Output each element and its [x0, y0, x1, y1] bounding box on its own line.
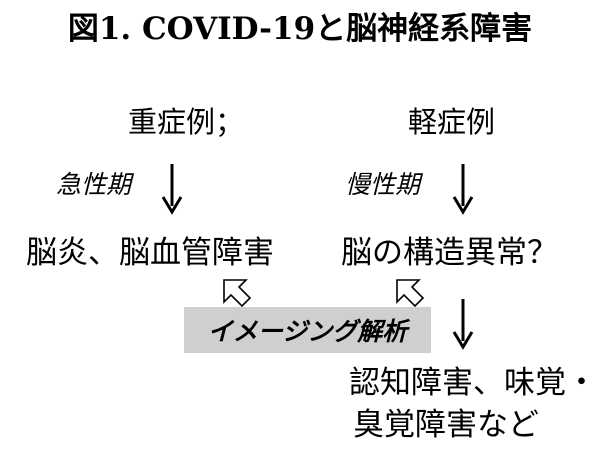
- mild-outcome-text: 脳の構造異常？: [341, 235, 558, 271]
- figure-title: 図1. COVID-19と脳神経系障害: [67, 11, 533, 47]
- mild-case-label: 軽症例: [408, 105, 496, 139]
- hollow-up-arrow-icon: [396, 279, 425, 308]
- chronic-phase-label: 慢性期: [345, 170, 421, 199]
- acute-phase-label: 急性期: [56, 170, 132, 199]
- down-arrow-icon: [452, 164, 474, 215]
- severe-outcome-text: 脳炎、脳血管障害: [26, 235, 274, 271]
- symptoms-line-1: 認知障害、味覚・: [349, 365, 597, 401]
- symptoms-line-2: 臭覚障害など: [353, 407, 539, 443]
- imaging-analysis-label: イメージング解析: [207, 317, 408, 346]
- imaging-analysis-box: イメージング解析: [184, 307, 431, 353]
- severe-case-label: 重症例；: [128, 105, 245, 139]
- down-arrow-icon: [452, 299, 474, 350]
- hollow-up-arrow-icon: [223, 279, 252, 308]
- down-arrow-icon: [161, 164, 183, 215]
